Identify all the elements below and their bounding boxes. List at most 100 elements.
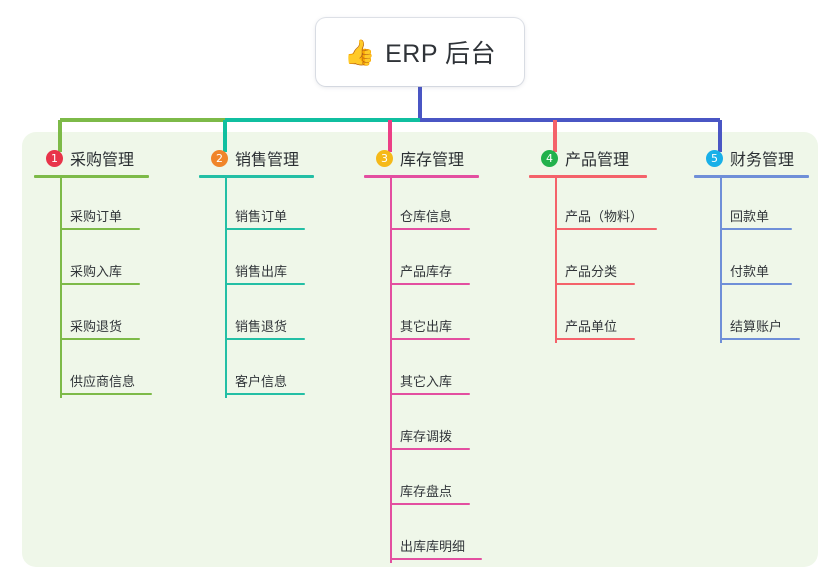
branch-number-badge: 3: [376, 149, 393, 167]
leaf-item-underline: [390, 338, 470, 340]
leaf-item-label: 付款单: [730, 264, 770, 279]
leaf-item-underline: [720, 228, 792, 230]
leaf-item[interactable]: 其它入库: [364, 343, 479, 398]
branch-header-underline: [694, 175, 809, 178]
root-node[interactable]: 👍 ERP 后台: [316, 18, 524, 86]
leaf-item[interactable]: 销售退货: [199, 288, 314, 343]
leaf-item-label: 结算账户: [730, 319, 783, 334]
branch-leaf-list: 销售订单销售出库销售退货客户信息: [199, 178, 314, 398]
leaf-item-underline: [720, 283, 792, 285]
leaf-item[interactable]: 结算账户: [694, 288, 809, 343]
branch-title: 库存管理: [400, 152, 465, 169]
leaf-item-underline: [390, 448, 470, 450]
leaf-item-label: 回款单: [730, 209, 770, 224]
branch-header-underline: [364, 175, 479, 178]
leaf-item-label: 客户信息: [235, 374, 288, 389]
leaf-item-underline: [555, 338, 635, 340]
leaf-item-label: 采购入库: [70, 264, 123, 279]
branch-leaf-list: 仓库信息产品库存其它出库其它入库库存调拨库存盘点出库库明细: [364, 178, 482, 563]
leaf-item[interactable]: 采购订单: [34, 178, 149, 233]
leaf-item-label: 产品分类: [565, 264, 618, 279]
leaf-item-label: 产品（物料）: [565, 209, 644, 224]
leaf-item[interactable]: 销售订单: [199, 178, 314, 233]
leaf-item-underline: [225, 283, 305, 285]
branch-header-underline: [34, 175, 149, 178]
leaf-item-label: 库存盘点: [400, 484, 453, 499]
branch-leaf-list: 产品（物料） 产品分类产品单位: [529, 178, 657, 343]
leaf-item[interactable]: 库存调拨: [364, 398, 479, 453]
leaf-item[interactable]: 供应商信息: [34, 343, 152, 398]
leaf-item-underline: [390, 393, 470, 395]
branch-number-badge: 5: [706, 149, 723, 167]
branch-spine: [555, 178, 557, 343]
branch-spine: [720, 178, 722, 343]
leaf-item-underline: [555, 228, 657, 230]
thumbs-up-icon: 👍: [343, 37, 376, 67]
leaf-item-underline: [225, 393, 305, 395]
leaf-item-label: 采购退货: [70, 319, 123, 334]
branch-number-badge: 2: [211, 149, 228, 167]
branch-column-1: 1 采购管理采购订单采购入库采购退货供应商信息: [34, 146, 152, 398]
branch-title: 销售管理: [235, 152, 300, 169]
branch-header-underline: [199, 175, 314, 178]
branch-title: 财务管理: [730, 152, 795, 169]
branch-number-badge: 4: [541, 149, 558, 167]
branch-header-1[interactable]: 1 采购管理: [34, 146, 149, 170]
branch-header-2[interactable]: 2 销售管理: [199, 146, 314, 170]
leaf-item[interactable]: 产品（物料）: [529, 178, 657, 233]
leaf-item-underline: [225, 338, 305, 340]
leaf-item[interactable]: 采购入库: [34, 233, 149, 288]
leaf-item-label: 供应商信息: [70, 374, 136, 389]
leaf-item-underline: [60, 228, 140, 230]
branch-header-underline: [529, 175, 647, 178]
leaf-item[interactable]: 采购退货: [34, 288, 149, 343]
leaf-item-label: 产品库存: [400, 264, 453, 279]
leaf-item[interactable]: 销售出库: [199, 233, 314, 288]
leaf-item[interactable]: 回款单: [694, 178, 809, 233]
leaf-item-label: 出库库明细: [400, 539, 466, 554]
branch-header-5[interactable]: 5 财务管理: [694, 146, 809, 170]
branch-header-4[interactable]: 4 产品管理: [529, 146, 647, 170]
branch-spine: [60, 178, 62, 398]
leaf-item[interactable]: 付款单: [694, 233, 809, 288]
leaf-item[interactable]: 库存盘点: [364, 453, 479, 508]
leaf-item[interactable]: 产品单位: [529, 288, 647, 343]
leaf-item-underline: [60, 283, 140, 285]
branch-title: 产品管理: [565, 152, 630, 169]
branch-number-badge: 1: [46, 149, 63, 167]
leaf-item-underline: [60, 338, 140, 340]
diagram-panel: [22, 132, 818, 567]
leaf-item[interactable]: 产品库存: [364, 233, 479, 288]
root-node-title: ERP 后台: [385, 40, 497, 68]
branch-leaf-list: 采购订单采购入库采购退货供应商信息: [34, 178, 152, 398]
branch-column-5: 5 财务管理回款单付款单结算账户: [694, 146, 809, 343]
leaf-item-underline: [390, 283, 470, 285]
branch-title: 采购管理: [70, 152, 135, 169]
branch-spine: [225, 178, 227, 398]
leaf-item[interactable]: 其它出库: [364, 288, 479, 343]
branch-column-2: 2 销售管理销售订单销售出库销售退货客户信息: [199, 146, 314, 398]
leaf-item-label: 销售订单: [235, 209, 288, 224]
branch-column-3: 3 库存管理仓库信息产品库存其它出库其它入库库存调拨库存盘点出库库明细: [364, 146, 482, 563]
leaf-item-underline: [390, 558, 482, 560]
leaf-item-label: 产品单位: [565, 319, 618, 334]
leaf-item-label: 销售出库: [235, 264, 288, 279]
branch-spine: [390, 178, 392, 563]
leaf-item-label: 其它出库: [400, 319, 453, 334]
leaf-item-label: 库存调拨: [400, 429, 453, 444]
branch-column-4: 4 产品管理产品（物料） 产品分类产品单位: [529, 146, 657, 343]
leaf-item[interactable]: 仓库信息: [364, 178, 479, 233]
leaf-item[interactable]: 出库库明细: [364, 508, 482, 563]
leaf-item-label: 销售退货: [235, 319, 288, 334]
leaf-item-underline: [390, 228, 470, 230]
branch-header-3[interactable]: 3 库存管理: [364, 146, 479, 170]
leaf-item[interactable]: 客户信息: [199, 343, 314, 398]
leaf-item-label: 采购订单: [70, 209, 123, 224]
leaf-item-underline: [720, 338, 800, 340]
leaf-item[interactable]: 产品分类: [529, 233, 647, 288]
leaf-item-underline: [225, 228, 305, 230]
leaf-item-underline: [390, 503, 470, 505]
leaf-item-label: 其它入库: [400, 374, 453, 389]
leaf-item-label: 仓库信息: [400, 209, 453, 224]
